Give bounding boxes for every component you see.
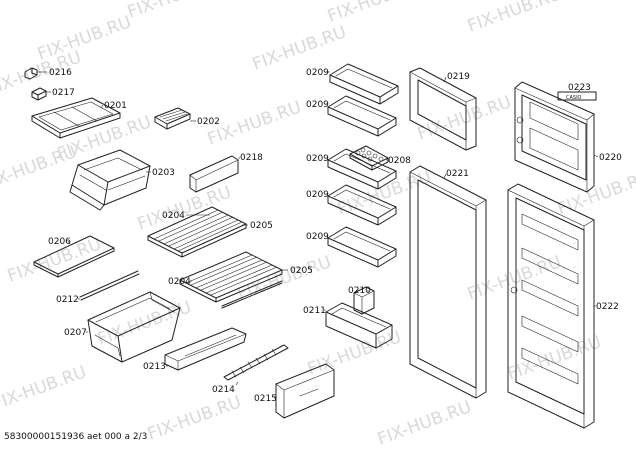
watermark: FIX-HUB.RU [465, 0, 564, 37]
label-0205-lower: 0205 [290, 266, 313, 276]
part-0208-egg-tray [349, 145, 389, 171]
label-0212: 0212 [56, 295, 79, 305]
label-0211: 0211 [303, 306, 326, 316]
label-0209-5: 0209 [306, 232, 329, 242]
label-0207: 0207 [64, 328, 87, 338]
label-0214: 0214 [212, 385, 235, 395]
part-0210-holder [353, 286, 375, 315]
label-0209-3: 0209 [306, 154, 329, 164]
watermark: FIX-HUB.RU [35, 12, 134, 64]
part-0213-trim [164, 327, 247, 371]
part-0206-glass-plate [33, 235, 115, 278]
watermark: FIX-HUB.RU [125, 0, 224, 23]
part-0207-crisper-drawer [87, 291, 181, 363]
label-0210: 0210 [348, 286, 371, 296]
part-0209-door-shelf-1 [329, 63, 399, 105]
watermark: FIX-HUB.RU [555, 167, 636, 219]
sticker-text: CASIO [566, 95, 582, 101]
label-0201: 0201 [104, 101, 127, 111]
part-0223-sticker: CASIO [557, 91, 597, 101]
label-0218: 0218 [240, 153, 263, 163]
label-0221: 0221 [446, 169, 469, 179]
watermark: FIX-HUB.RU [0, 142, 79, 194]
label-0219: 0219 [447, 72, 470, 82]
watermark: FIX-HUB.RU [0, 362, 89, 414]
label-0217: 0217 [52, 88, 75, 98]
label-0204-upper: 0204 [162, 211, 185, 221]
label-0222: 0222 [596, 302, 619, 312]
watermark: FIX-HUB.RU [145, 392, 244, 444]
label-0202: 0202 [197, 117, 220, 127]
part-0209-door-shelf-4 [327, 184, 397, 226]
part-0217-bracket [31, 87, 47, 101]
watermark: FIX-HUB.RU [250, 22, 349, 74]
label-0223: 0223 [568, 83, 591, 93]
label-0203: 0203 [152, 168, 175, 178]
part-0220-freezer-door [514, 81, 595, 193]
part-0209-door-shelf-5 [327, 226, 397, 268]
label-0213: 0213 [143, 362, 166, 372]
part-0203-basket [69, 149, 151, 211]
label-0209-4: 0209 [306, 190, 329, 200]
part-0218-cover [189, 155, 239, 193]
watermark: FIX-HUB.RU [505, 332, 604, 384]
part-0222-fridge-door [507, 183, 595, 429]
watermark: FIX-HUB.RU [465, 252, 564, 304]
part-0219-frame [409, 67, 477, 151]
part-0209-door-shelf-2 [327, 95, 397, 137]
label-0209-1: 0209 [306, 68, 329, 78]
part-0216-clip [24, 67, 38, 80]
watermark: FIX-HUB.RU [415, 92, 514, 144]
part-0211-door-shelf [325, 302, 393, 349]
part-0204-glass-shelf-lower [179, 251, 283, 309]
part-0212-strip [79, 270, 140, 301]
watermark: FIX-HUB.RU [305, 327, 404, 379]
watermark: FIX-HUB.RU [135, 182, 234, 234]
part-0215-flap [275, 363, 335, 419]
part-0214-rail [223, 344, 289, 381]
watermark: FIX-HUB.RU [375, 397, 474, 449]
label-0205-upper: 0205 [250, 221, 273, 231]
part-0221-gasket [409, 165, 487, 399]
label-0220: 0220 [599, 153, 622, 163]
label-0206: 0206 [48, 237, 71, 247]
watermark: FIX-HUB.RU [335, 167, 434, 219]
label-0204-lower: 0204 [168, 277, 191, 287]
document-reference: 58300000151936 aet 000 a 2/3 [4, 432, 147, 442]
label-0215: 0215 [254, 394, 277, 404]
label-0216: 0216 [49, 68, 72, 78]
part-0201-tray [31, 97, 121, 139]
label-0209-2: 0209 [306, 100, 329, 110]
label-0208: 0208 [388, 156, 411, 166]
watermark: FIX-HUB.RU [95, 297, 194, 349]
part-0209-door-shelf-3 [327, 148, 397, 190]
part-0202-cover [154, 107, 191, 130]
